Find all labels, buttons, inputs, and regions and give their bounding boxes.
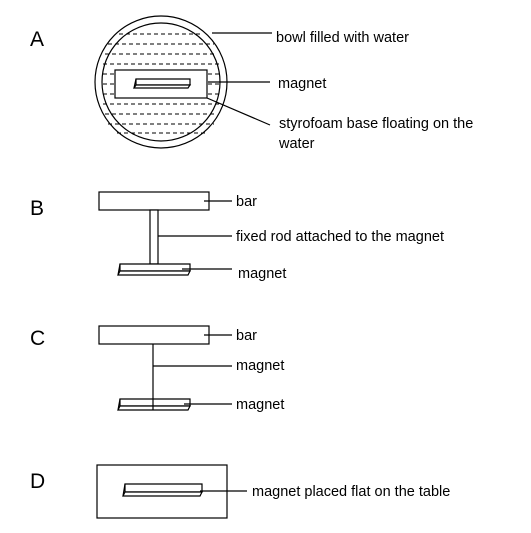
panel-a-letter: A: [30, 28, 44, 51]
panel-c: C bar magnet magnet: [30, 325, 284, 413]
bowl-label: bowl filled with water: [276, 30, 409, 46]
bar-b: [98, 191, 210, 211]
lower-magnet-label: magnet: [236, 397, 284, 413]
magnet-d-label: magnet placed flat on the table: [252, 484, 450, 500]
fixed-rod: [149, 209, 159, 265]
bar-b-label: bar: [236, 194, 257, 210]
magnet-d: [122, 483, 203, 497]
panel-d-letter: D: [30, 470, 45, 493]
panel-b: B bar fixed rod attached to the magnet m…: [30, 191, 444, 282]
panel-a: A b: [30, 15, 473, 152]
magnet-label: magnet: [278, 76, 326, 92]
magnet-b: [117, 263, 191, 276]
base-leader-line: [206, 97, 271, 126]
magnet-b-label: magnet: [238, 266, 286, 282]
upper-magnet-label: magnet: [236, 358, 284, 374]
base-label-line-2: water: [278, 136, 315, 152]
magnet-a: [132, 78, 192, 89]
bar-c-label: bar: [236, 328, 257, 344]
bar-c: [98, 325, 210, 345]
rod-label: fixed rod attached to the magnet: [236, 229, 444, 245]
magnet-c: [117, 398, 191, 411]
panel-b-letter: B: [30, 197, 44, 220]
base-label-line-1: styrofoam base floating on the: [279, 116, 473, 132]
panel-c-letter: C: [30, 327, 45, 350]
panel-d: D magnet placed flat on the table: [30, 464, 450, 519]
styrofoam-base: [114, 69, 208, 99]
